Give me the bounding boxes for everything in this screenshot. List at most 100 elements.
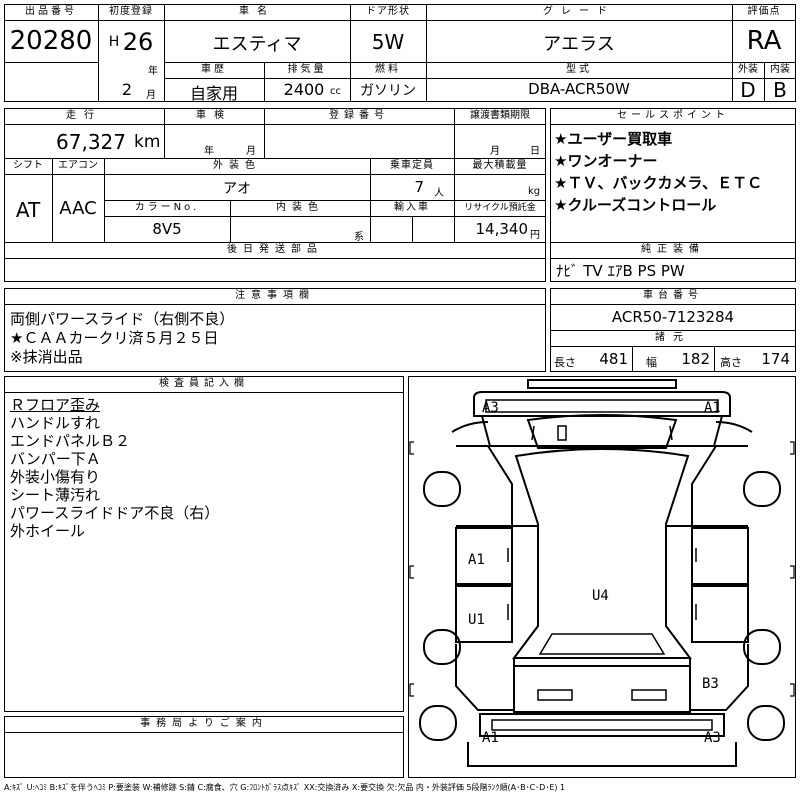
vehicle-info-frame (4, 108, 546, 282)
score: RA (746, 26, 782, 56)
fuel-label: 燃料 (375, 64, 401, 75)
displacement-unit: cc (330, 86, 341, 97)
grade-label: グレード (543, 6, 615, 17)
inspection-year-unit: 年 (204, 146, 214, 157)
inspector-frame (4, 376, 404, 712)
import-label: 輸入車 (394, 202, 430, 213)
door-label: ドア形状 (366, 6, 410, 17)
equipment-label: 純正装備 (641, 244, 705, 255)
first-registration-label: 初度登録 (109, 6, 153, 17)
inspector-line: 外ホイール (10, 522, 86, 540)
sales-point-item: ★ユーザー買取車 (554, 130, 673, 148)
damage-rear-bumper-right: A3 (704, 730, 721, 746)
interior-color-label: 内装色 (276, 202, 324, 213)
transfer-month-unit: 月 (490, 146, 500, 157)
damage-front-left: A3 (482, 400, 499, 416)
aircon: AAC (59, 198, 97, 219)
color-number: 8V5 (152, 220, 182, 238)
office-label: 事務局よりご案内 (140, 718, 268, 729)
grade: アエラス (543, 34, 615, 55)
inspector-line: シート薄汚れ (10, 486, 101, 504)
notes-frame (4, 288, 546, 372)
aircon-label: エアコン (58, 160, 98, 171)
width-label: 幅 (646, 356, 657, 369)
recycle-unit: 円 (530, 230, 540, 241)
damage-rear-bumper-left: A1 (482, 730, 499, 746)
lot-number-label: 出品番号 (25, 6, 77, 17)
fuel: ガソリン (360, 83, 416, 99)
exterior-grade: D (740, 78, 756, 102)
height: 174 (761, 350, 790, 368)
max-load-label: 最大積載量 (472, 160, 528, 171)
transfer-day-unit: 日 (530, 146, 540, 157)
score-label: 評価点 (747, 6, 781, 17)
interior-grade: B (773, 78, 787, 102)
color-number-label: カラーNo. (134, 202, 200, 213)
registration-number-label: 登録番号 (329, 110, 389, 121)
history-label: 車歴 (201, 64, 227, 75)
exterior-color-label: 外装色 (213, 160, 261, 171)
chassis-number-label: 車台番号 (643, 290, 703, 301)
shift: AT (15, 198, 41, 222)
car-name: エスティマ (212, 34, 302, 55)
later-parts-label: 後日発送部品 (227, 244, 323, 255)
note-line: ※抹消出品 (10, 348, 83, 366)
displacement-label: 排気量 (287, 64, 327, 75)
model-code: DBA-ACR50W (528, 80, 630, 98)
damage-side-front-left: A1 (468, 552, 485, 568)
sales-point-item: ★ＴＶ、バックカメラ、ＥＴＣ (554, 174, 763, 192)
damage-side-rear-left: U1 (468, 612, 485, 628)
transfer-deadline-label: 譲渡書類期限 (470, 110, 530, 121)
note-line: ★ＣＡＡカークリ済５月２５日 (10, 329, 219, 347)
interior-color-unit: 系 (354, 232, 364, 243)
length: 481 (599, 350, 628, 368)
displacement: 2400 (283, 80, 325, 99)
inspector-line: パワースライドドア不良（右） (10, 504, 220, 522)
inspection-label: 車検 (196, 110, 232, 121)
sales-points-label: セールスポイント (617, 110, 729, 121)
mileage: 67,327 (56, 130, 126, 154)
inspector-line: Ｒフロア歪み (10, 396, 101, 414)
lot-number: 20280 (9, 26, 93, 56)
length-label: 長さ (554, 356, 576, 369)
damage-rear-right: B3 (702, 676, 719, 692)
inspector-line: バンパー下Ａ (10, 450, 101, 468)
sales-point-item: ★クルーズコントロール (554, 196, 717, 214)
car-name-label: 車名 (239, 6, 275, 17)
recycle-deposit-label: リサイクル預託金 (464, 203, 536, 213)
inspector-line: エンドパネルＢ２ (10, 432, 131, 450)
specs-label: 諸元 (655, 332, 691, 343)
capacity-unit: 人 (434, 188, 444, 199)
inspector-line: 外装小傷有り (10, 468, 101, 486)
month-unit: 月 (146, 90, 156, 101)
capacity: 7 (414, 178, 424, 196)
inspector-label: 検査員記入欄 (159, 378, 249, 389)
exterior-label: 外装 (738, 64, 758, 75)
header-frame (4, 4, 796, 102)
note-line: 両側パワースライド（右側不良） (10, 310, 235, 328)
era: H (108, 34, 120, 50)
chassis-number: ACR50-7123284 (611, 308, 735, 326)
inspection-month-unit: 月 (246, 146, 256, 157)
history: 自家用 (189, 84, 238, 103)
recycle-deposit: 14,340 (475, 220, 529, 238)
width: 182 (681, 350, 710, 368)
shift-label: シフト (13, 160, 43, 171)
load-unit: kg (528, 186, 541, 197)
damage-roof-center: U4 (592, 588, 609, 604)
registration-month: 2 (121, 80, 133, 99)
capacity-label: 乗車定員 (390, 160, 434, 171)
damage-front-right: A1 (704, 400, 721, 416)
door-type: 5W (371, 30, 405, 54)
sales-points-frame (550, 108, 796, 282)
height-label: 高さ (720, 356, 742, 369)
car-diagram (409, 379, 795, 767)
registration-year: 26 (122, 28, 154, 56)
interior-label: 内装 (770, 64, 790, 75)
exterior-color: アオ (223, 181, 251, 197)
year-unit: 年 (148, 66, 158, 77)
equipment: ﾅﾋﾞ TV ｴｱB PS PW (556, 262, 685, 280)
mileage-unit: km (134, 132, 161, 152)
sales-point-item: ★ワンオーナー (554, 152, 658, 170)
notes-label: 注意事項欄 (235, 290, 315, 301)
